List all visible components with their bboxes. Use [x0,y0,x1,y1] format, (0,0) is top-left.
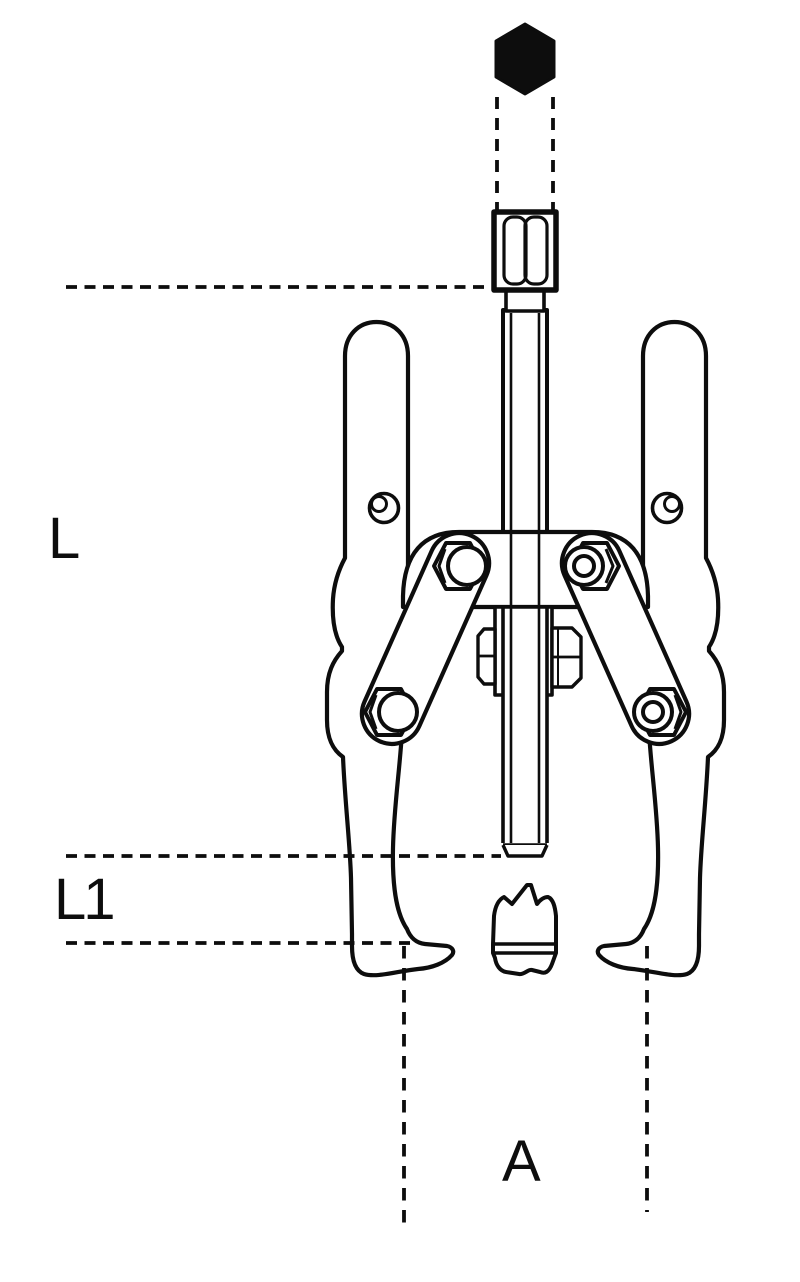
threaded-spindle-lower [501,532,549,858]
dimension-labels: L L1 A [48,506,541,1194]
dim-label-l: L [48,506,80,571]
drive-nut [491,209,559,293]
spindle-end-cap [501,843,549,858]
bottom-left-bolt [363,687,419,737]
bottom-right-bolt [632,687,688,737]
spindle-tip [491,883,558,977]
left-arm [327,322,453,975]
dim-label-l1: L1 [54,867,113,932]
threaded-spindle-upper [491,209,559,540]
top-right-bolt [563,541,621,591]
right-arm [598,322,724,975]
hex-drive-head [494,22,556,210]
right-jam-nut [550,626,583,689]
top-left-bolt [432,541,488,591]
left-jam-nut [476,627,497,686]
hexagon-icon [494,22,556,96]
dim-label-a: A [502,1129,541,1194]
